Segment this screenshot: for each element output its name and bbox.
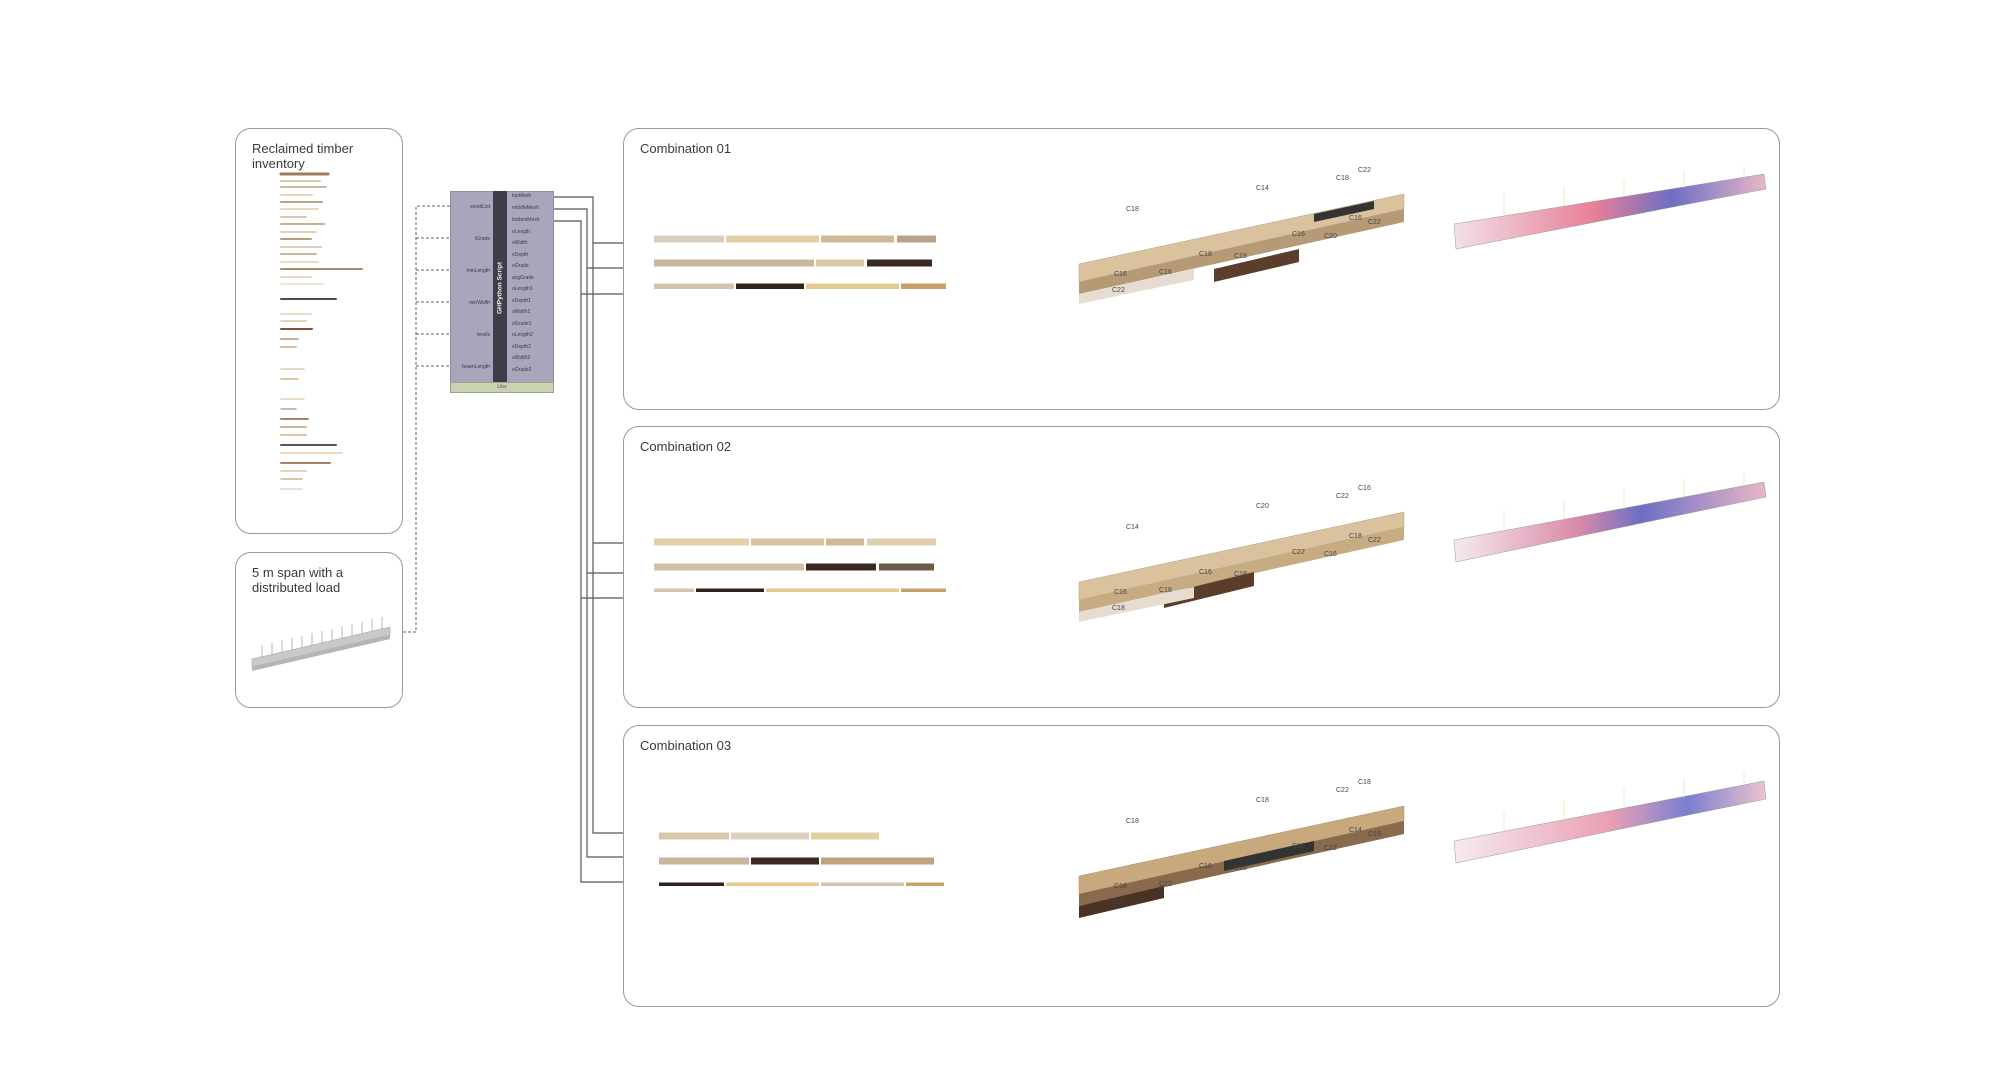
grade-label: C16 — [1292, 231, 1305, 238]
grade-label: C18 — [1234, 253, 1247, 260]
grade-label: C20 — [1324, 233, 1337, 240]
output-olength1[interactable]: oLength1 — [512, 286, 533, 292]
output-bottommesh[interactable]: bottomMesh — [512, 217, 540, 223]
grade-label: C16 — [1114, 271, 1127, 278]
component-footer: Libs — [450, 382, 554, 393]
grade-label: C18 — [1159, 587, 1172, 594]
stress-analysis-image — [1453, 474, 1767, 563]
grade-label: C18 — [1112, 605, 1125, 612]
grade-label: C22 — [1292, 549, 1305, 556]
output-avggrade[interactable]: avgGrade — [512, 275, 534, 281]
load-case-panel: 5 m span with a distributed load — [235, 552, 403, 708]
ghpython-script-component[interactable]: GHPython Script Libs woodList iGrade min… — [450, 191, 554, 393]
grade-label: C22 — [1368, 537, 1381, 544]
input-levels[interactable]: levels — [477, 332, 490, 338]
output-owidth[interactable]: oWidth — [512, 240, 528, 246]
grade-label: C18 — [1126, 818, 1139, 825]
grade-label: C14 — [1126, 524, 1139, 531]
grade-label: C16 — [1358, 485, 1371, 492]
grade-label: C22 — [1324, 845, 1337, 852]
distributed-load-beam-image — [251, 617, 391, 671]
grade-label: C18 — [1199, 251, 1212, 258]
component-spine: GHPython Script — [493, 191, 507, 384]
load-case-title: 5 m span with a distributed load — [252, 565, 344, 595]
grade-label: C16 — [1368, 831, 1381, 838]
input-igrade[interactable]: iGrade — [474, 236, 490, 242]
inventory-title: Reclaimed timber inventory — [252, 141, 354, 171]
grade-label: C16 — [1292, 843, 1305, 850]
grade-label: C16 — [1324, 551, 1337, 558]
timber-inventory-image — [279, 172, 363, 490]
grade-label: C14 — [1256, 185, 1269, 192]
grade-label: C20 — [1234, 865, 1247, 872]
component-name: GHPython Script — [496, 261, 504, 314]
grade-label: C22 — [1358, 167, 1371, 174]
grade-label: C22 — [1336, 493, 1349, 500]
output-odepth[interactable]: oDepth — [512, 252, 529, 258]
output-topmesh[interactable]: topMesh — [512, 193, 532, 199]
beam-layers-image — [654, 235, 946, 289]
beam-layers-image — [659, 832, 944, 886]
grade-label: C22 — [1159, 881, 1172, 888]
inventory-panel: Reclaimed timber inventory — [235, 128, 403, 534]
input-minlength[interactable]: minLength — [466, 268, 490, 274]
output-odepth1[interactable]: oDepth1 — [512, 298, 531, 304]
grade-label: C18 — [1349, 533, 1362, 540]
stress-analysis-image — [1453, 166, 1767, 250]
combination-title: Combination 01 — [640, 141, 732, 156]
grade-label: C18 — [1336, 175, 1349, 182]
input-minwidth[interactable]: minWidth — [469, 300, 490, 306]
output-ograde2[interactable]: oGrade2 — [512, 367, 532, 373]
grade-label: C22 — [1336, 787, 1349, 794]
grade-label: C16 — [1114, 589, 1127, 596]
output-odepth2[interactable]: oDepth2 — [512, 344, 531, 350]
grade-label: C18 — [1358, 779, 1371, 786]
output-ograde1[interactable]: oGrade1 — [512, 321, 532, 327]
grade-label: C22 — [1368, 219, 1381, 226]
grade-label: C16 — [1199, 863, 1212, 870]
output-owidth2[interactable]: oWidth2 — [512, 355, 531, 361]
grade-label: C14 — [1349, 827, 1362, 834]
stress-analysis-image — [1453, 773, 1767, 864]
input-beamlength[interactable]: beamLength — [462, 364, 490, 370]
grade-label: C18 — [1126, 206, 1139, 213]
grade-label: C22 — [1112, 287, 1125, 294]
combination-title: Combination 02 — [640, 439, 732, 454]
combination-title: Combination 03 — [640, 738, 732, 753]
grade-label: C16 — [1114, 883, 1127, 890]
output-ograde[interactable]: oGrade — [512, 263, 529, 269]
grade-label: C16 — [1349, 215, 1362, 222]
output-olength[interactable]: oLength — [512, 229, 531, 235]
beam-layers-image — [654, 538, 946, 592]
grade-label: C18 — [1234, 571, 1247, 578]
output-owidth1[interactable]: oWidth1 — [512, 309, 531, 315]
input-woodlist[interactable]: woodList — [470, 204, 490, 210]
grade-label: C18 — [1112, 899, 1125, 906]
grade-label: C16 — [1159, 269, 1172, 276]
output-middlemesh[interactable]: middleMesh — [512, 205, 539, 211]
output-olength2[interactable]: oLength2 — [512, 332, 533, 338]
grade-label: C16 — [1199, 569, 1212, 576]
grade-label: C18 — [1256, 797, 1269, 804]
grade-label: C20 — [1256, 503, 1269, 510]
